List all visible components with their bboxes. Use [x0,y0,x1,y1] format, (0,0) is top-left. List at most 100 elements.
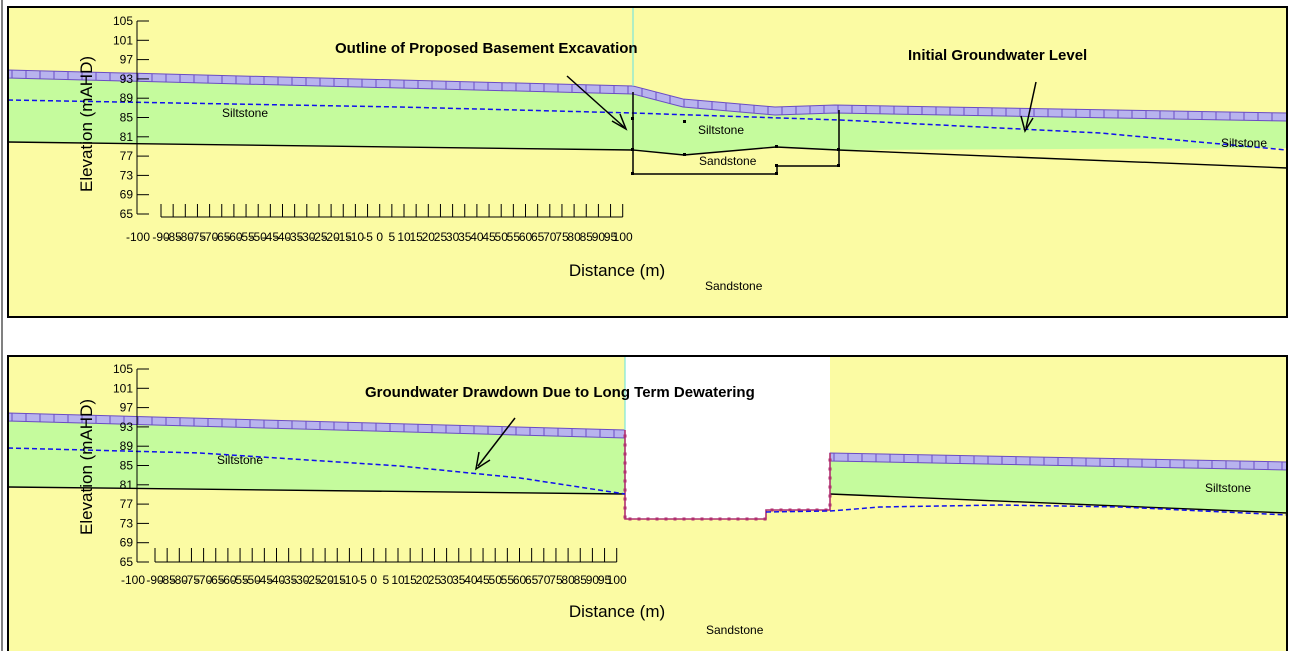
x-tick-label: -85 [164,230,182,244]
boundary-node [754,517,758,521]
x-tick-label: 65 [525,573,539,587]
x-tick-label: -60 [219,573,237,587]
boundary-node [682,517,686,521]
boundary-node [828,467,832,471]
y-tick-label: 77 [120,149,134,163]
boundary-node [637,517,641,521]
x-tick-label: -10 [341,573,359,587]
boundary-node [806,508,810,512]
x-tick-label: 90 [586,573,600,587]
siltstone-layer-left [8,420,625,494]
material-label-siltstone: Siltstone [1221,136,1267,150]
x-tick-label: 50 [495,230,509,244]
x-tick-label: -75 [183,573,201,587]
boundary-node [828,494,832,498]
y-tick-label: 97 [120,401,134,415]
x-tick-label: 70 [537,573,551,587]
x-tick-label: -90 [146,573,164,587]
y-tick-label: 89 [120,91,134,105]
x-tick-label: 15 [403,573,417,587]
y-tick-label: 93 [120,72,134,86]
boundary-node [628,517,632,521]
y-tick-label: 105 [113,14,133,28]
panel-frame [7,355,1288,651]
x-tick-label: -10 [347,230,365,244]
y-tick-label: 85 [120,459,134,473]
x-tick-label: 20 [416,573,430,587]
x-tick-label: -20 [322,230,340,244]
x-tick-label: 60 [519,230,533,244]
rock-boundary-line [829,493,1288,514]
material-label-siltstone: Siltstone [698,123,744,137]
x-tick-label: -80 [177,230,195,244]
x-tick-label: -85 [158,573,176,587]
x-tick-label: 40 [470,230,484,244]
x-tick-label: -70 [195,573,213,587]
y-tick-label: 65 [120,555,134,569]
x-tick-label: -90 [152,230,170,244]
x-tick-label: 55 [501,573,515,587]
x-tick-label: -30 [298,230,316,244]
boundary-node [664,517,668,521]
x-tick-label: 0 [370,573,377,587]
x-tick-label: 65 [531,230,545,244]
x-tick-label: 40 [464,573,478,587]
x-tick-label: -55 [237,230,255,244]
excavation-boundary-nodes [623,434,832,521]
callout-initial-groundwater: Initial Groundwater Level [908,47,1087,64]
material-label-siltstone: Siltstone [1205,481,1251,495]
y-tick-label: 77 [120,497,134,511]
boundary-node [828,485,832,489]
y-tick-label: 65 [120,207,134,221]
y-tick-label: 101 [113,33,133,47]
x-tick-label: 25 [434,230,448,244]
sandstone-background [8,7,1287,317]
material-label-sandstone: Sandstone [706,623,764,637]
y-tick-label: 69 [120,188,134,202]
x-tick-label: -30 [292,573,310,587]
callout-arrows [566,75,1037,133]
y-tick-label: 97 [120,53,134,67]
y-tick-label: 73 [120,168,134,182]
boundary-node [623,443,627,447]
x-tick-label: 85 [574,573,588,587]
y-tick-label: 73 [120,516,134,530]
x-axis-title: Distance (m) [569,602,665,621]
x-tick-label: 50 [489,573,503,587]
x-tick-label: -50 [244,573,262,587]
x-tick-label: -75 [189,230,207,244]
x-tick-label: -40 [268,573,286,587]
x-tick-label: 35 [458,230,472,244]
rock-boundary-line [7,486,626,495]
callout-arrow [474,417,516,471]
boundary-node [623,497,627,501]
x-tick-label: -35 [286,230,304,244]
boundary-node [788,508,792,512]
boundary-node [727,517,731,521]
x-tick-label: 85 [580,230,594,244]
x-tick-label: 10 [391,573,405,587]
x-tick-label: -15 [335,230,353,244]
x-tick-label: 20 [422,230,436,244]
boundary-node [797,508,801,512]
callout-groundwater-drawdown: Groundwater Drawdown Due to Long Term De… [365,384,755,401]
material-label-sandstone: Sandstone [699,154,757,168]
y-axis-title: Elevation (mAHD) [77,399,96,535]
rock-boundary-line [7,141,1288,169]
boundary-node [673,517,677,521]
x-tick-label: -45 [262,230,280,244]
x-tick-label: 75 [549,573,563,587]
x-tick-label: 45 [476,573,490,587]
x-tick-label: -35 [280,573,298,587]
boundary-node [815,508,819,512]
x-tick-label: 5 [389,230,396,244]
boundary-node [623,515,627,519]
boundary-node [623,488,627,492]
x-tick-label: -15 [329,573,347,587]
y-tick-label: 81 [120,130,134,144]
boundary-node [655,517,659,521]
x-tick-label: 100 [613,230,633,244]
